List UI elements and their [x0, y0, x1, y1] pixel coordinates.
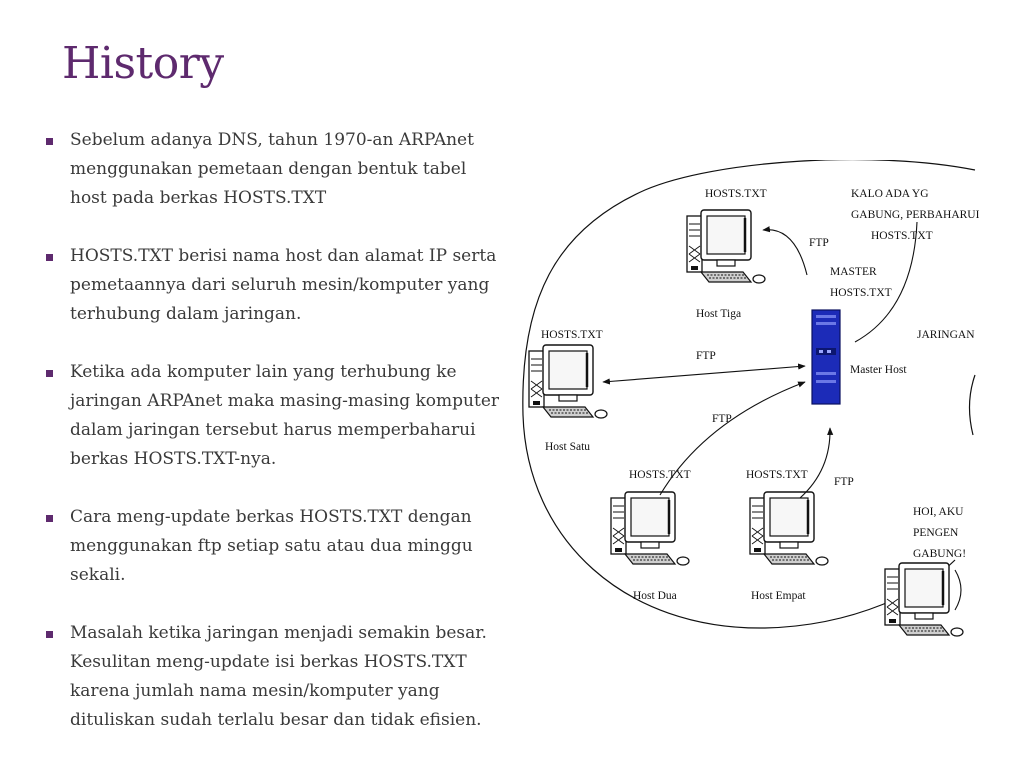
bullet-text: Sebelum adanya DNS, tahun 1970-an ARPAne… — [70, 130, 474, 208]
computer-icon — [527, 343, 609, 420]
bullet-marker — [46, 254, 53, 261]
note-label: KALO ADA YG — [851, 188, 929, 200]
slide-title: History — [62, 38, 224, 89]
bullet-text: Cara meng-update berkas HOSTS.TXT dengan… — [70, 507, 473, 585]
bullet-marker — [46, 631, 53, 638]
note-pointer — [854, 221, 918, 343]
master-host-server — [811, 309, 841, 405]
master-hosts-label: MASTER — [830, 266, 877, 278]
host-name-label: Host Dua — [633, 590, 677, 602]
ftp-label: FTP — [834, 476, 854, 488]
ftp-label: FTP — [712, 413, 732, 425]
hosts-file-label: HOSTS.TXT — [705, 188, 767, 200]
bullet-text: HOSTS.TXT berisi nama host dan alamat IP… — [70, 246, 497, 324]
ftp-label: FTP — [809, 237, 829, 249]
bullet-item: Sebelum adanya DNS, tahun 1970-an ARPAne… — [46, 126, 506, 213]
ftp-arrow — [762, 226, 808, 276]
master-hosts-label: HOSTS.TXT — [830, 287, 892, 299]
new-computer-label: GABUNG! — [913, 548, 966, 560]
note-label: GABUNG, PERBAHARUI — [851, 209, 980, 221]
hosts-file-label: HOSTS.TXT — [746, 469, 808, 481]
master-host-label: Master Host — [850, 364, 907, 376]
bullet-marker — [46, 138, 53, 145]
host-name-label: Host Satu — [545, 441, 590, 453]
computer-icon — [685, 208, 767, 285]
ftp-arrow — [799, 427, 834, 499]
network-boundary — [522, 160, 976, 629]
ftp-arrow — [659, 381, 806, 496]
bullet-item: Cara meng-update berkas HOSTS.TXT dengan… — [46, 503, 506, 590]
jaringan-label: JARINGAN — [917, 329, 975, 341]
bullet-text: Ketika ada komputer lain yang terhubung … — [70, 362, 500, 469]
bullet-item: Ketika ada komputer lain yang terhubung … — [46, 358, 506, 474]
bullet-marker — [46, 515, 53, 522]
bullet-text: Masalah ketika jaringan menjadi semakin … — [70, 623, 487, 730]
computer-icon — [883, 561, 965, 638]
host-name-label: Host Tiga — [696, 308, 741, 320]
network-diagram: HOSTS.TXT FTP MASTER HOSTS.TXT Host Tiga… — [522, 160, 980, 638]
host-name-label: Host Empat — [751, 590, 806, 602]
computer-icon — [748, 490, 830, 567]
hosts-file-label: HOSTS.TXT — [541, 329, 603, 341]
new-computer-pointer — [954, 569, 962, 611]
bullet-list: Sebelum adanya DNS, tahun 1970-an ARPAne… — [46, 126, 506, 764]
ftp-label: FTP — [696, 350, 716, 362]
ftp-arrow — [602, 363, 806, 385]
network-boundary-edge — [968, 374, 976, 436]
new-computer-label: PENGEN — [913, 527, 959, 539]
computer-icon — [609, 490, 691, 567]
bullet-item: Masalah ketika jaringan menjadi semakin … — [46, 619, 506, 735]
hosts-file-label: HOSTS.TXT — [629, 469, 691, 481]
bullet-item: HOSTS.TXT berisi nama host dan alamat IP… — [46, 242, 506, 329]
note-label: HOSTS.TXT — [871, 230, 933, 242]
new-computer-label: HOI, AKU — [913, 506, 964, 518]
bullet-marker — [46, 370, 53, 377]
